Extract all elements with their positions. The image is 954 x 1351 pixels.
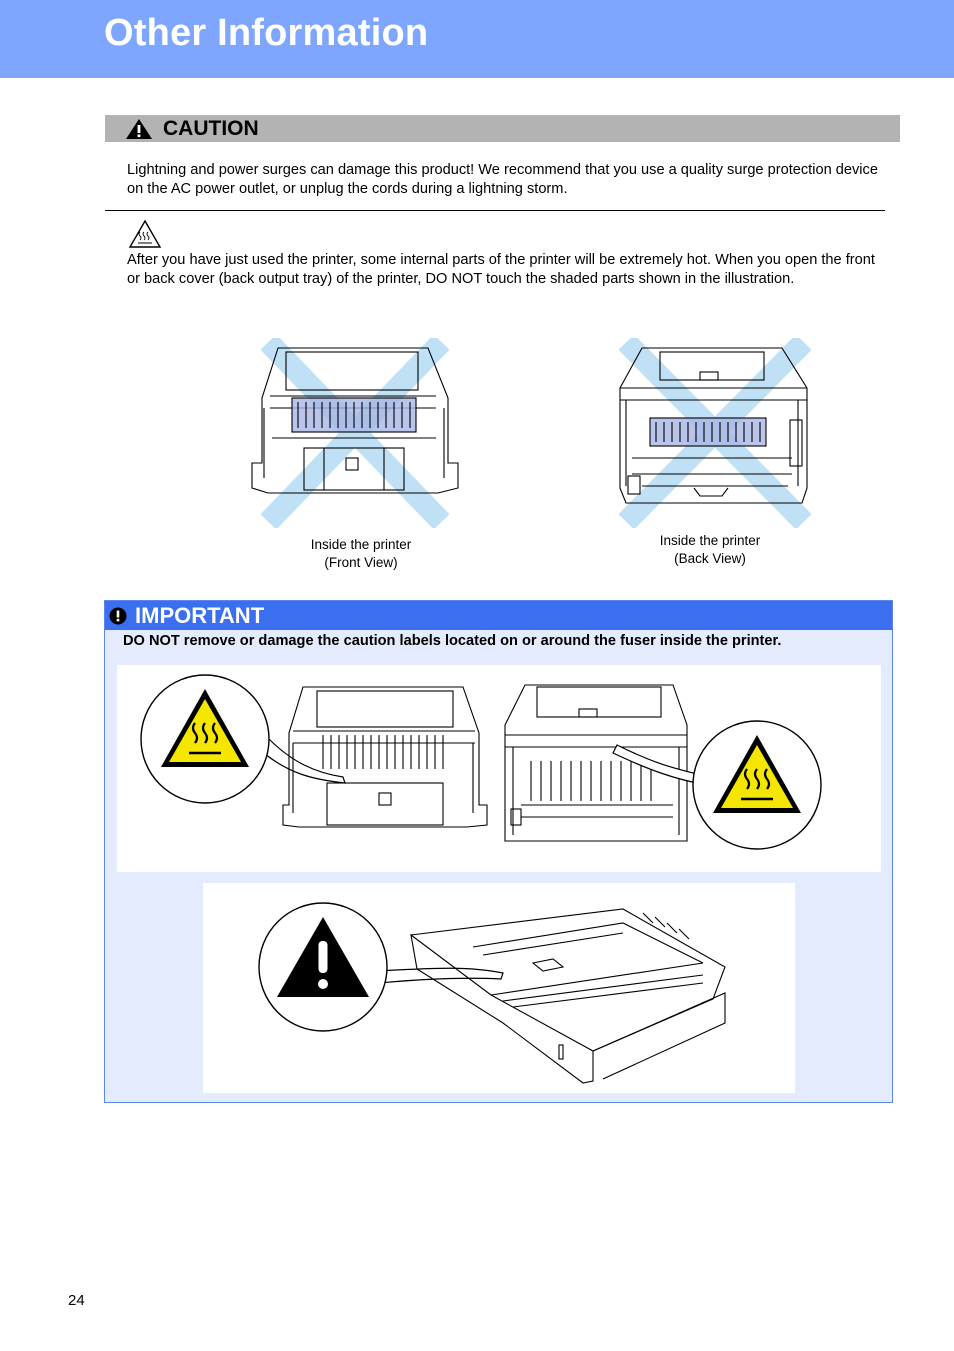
printer-back-view-figure [618,338,812,528]
header-band [0,0,954,78]
important-label: IMPORTANT [135,603,265,628]
important-text: DO NOT remove or damage the caution labe… [123,633,782,649]
caution-bar: CAUTION [105,115,900,142]
fuser-label-panel [117,665,881,872]
page-title: Other Information [104,12,429,54]
exclamation-circle-icon [109,607,127,625]
divider [105,210,885,211]
printer-back-sketch [504,684,688,842]
warning-label-icon [258,902,504,1032]
hot-surface-icon [128,219,162,248]
paper-tray-label-panel [203,883,795,1093]
caution-text-hot: After you have just used the printer, so… [127,252,875,287]
caution-text-surge: Lightning and power surges can damage th… [127,162,878,197]
paper-tray-illustration [258,902,726,1084]
hot-surface-label-right-icon [612,720,822,850]
page-number: 24 [68,1292,85,1309]
warning-triangle-icon [126,119,152,139]
hot-surface-label-left-icon [140,674,346,804]
printer-front-view-figure [251,338,459,528]
fuser-label-illustration [140,674,822,850]
caution-label: CAUTION [163,117,259,140]
important-bar: IMPORTANT [105,601,892,630]
caption-front-view: Inside the printer (Front View) [310,537,412,570]
paper-tray-sketch [410,908,726,1084]
printer-front-sketch [282,686,488,828]
caption-back-view: Inside the printer (Back View) [659,533,761,566]
important-box: IMPORTANT DO NOT remove or damage the ca… [104,600,893,1103]
